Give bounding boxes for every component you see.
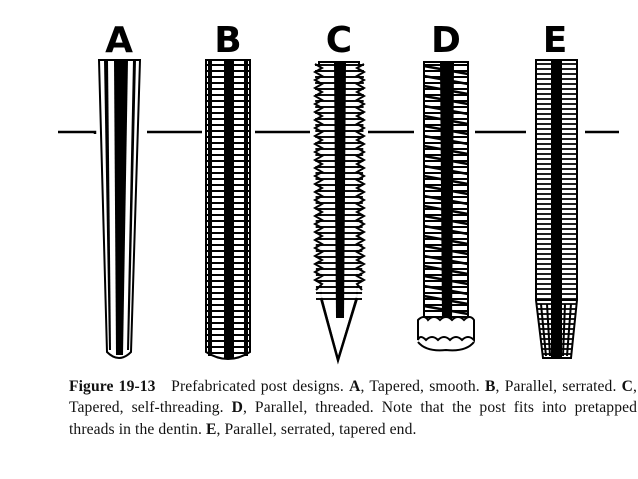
dentin-surface-line: [58, 130, 619, 134]
post-c-tapered-self-threading: [312, 61, 367, 365]
caption-letter-c: C: [621, 378, 634, 395]
panel-letter-d: D: [431, 20, 461, 61]
figure-illustration: A B C D E: [58, 20, 619, 365]
post-d-parallel-threaded: [417, 61, 475, 352]
panel-letter-a: A: [105, 20, 133, 61]
caption-letter-d: D: [231, 399, 243, 417]
caption-design-c: Tapered, self-threading.: [69, 399, 224, 417]
figure-caption: Figure 19-13 Prefabricated post designs.…: [69, 378, 638, 438]
caption-letter-e: E: [205, 420, 217, 438]
post-a-tapered-smooth: [97, 59, 142, 359]
post-e-parallel-serrated-tapered-end: [535, 59, 578, 359]
figure-number: Figure 19-13: [69, 378, 156, 395]
panel-letter-c: C: [326, 20, 352, 61]
caption-note: Note that the post fits into pretapped t…: [69, 399, 638, 438]
panel-letter-b: B: [214, 20, 241, 61]
post-b-parallel-serrated: [205, 59, 251, 360]
panel-letter-e: E: [543, 20, 568, 61]
caption-design-a: Tapered, smooth.: [369, 378, 480, 395]
caption-intro: Prefabricated post designs.: [171, 378, 344, 395]
caption-design-b: Parallel, serrated.: [504, 378, 617, 395]
caption-letter-a: A: [349, 378, 361, 395]
caption-design-e: Parallel, serrated, tapered end.: [224, 420, 417, 438]
caption-letter-b: B: [484, 378, 496, 395]
caption-design-d: Parallel, threaded.: [254, 399, 374, 417]
